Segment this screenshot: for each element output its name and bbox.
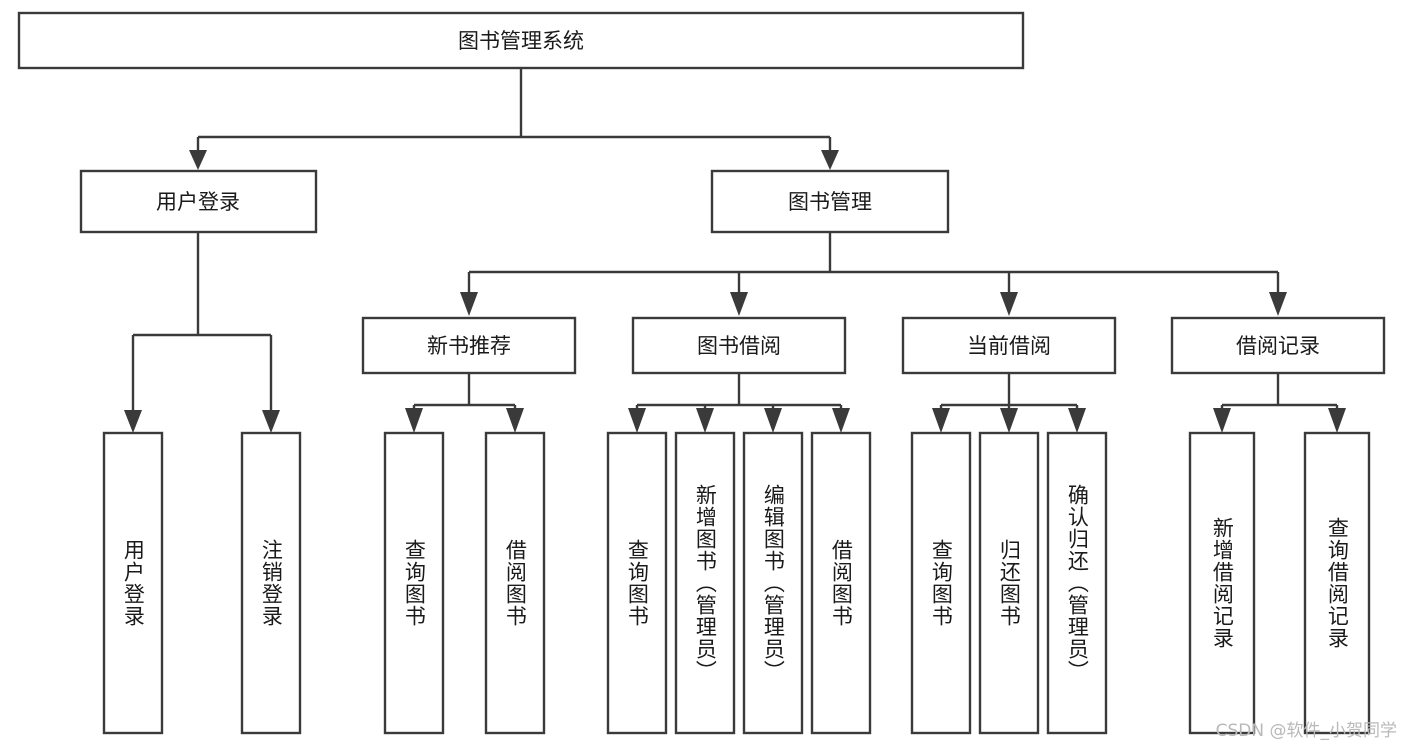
arrow-head-nbr-1: [506, 408, 524, 433]
arrow-head-br-1: [1328, 408, 1346, 433]
arrow-head-bb-2: [764, 408, 782, 433]
arrow-head-level1-0: [189, 150, 207, 170]
leaf-box-nbr-1[interactable]: [484, 431, 546, 735]
leaf-box-br-0[interactable]: [1188, 431, 1256, 735]
connector-user-login-to-leaves: [124, 232, 280, 433]
node-new-book-recommend-box[interactable]: [361, 316, 577, 375]
connector-book-management-to-level2: [460, 232, 1287, 316]
leaf-box-nbr-0[interactable]: [383, 431, 445, 735]
leaf-box-cb-2[interactable]: [1046, 431, 1108, 735]
leaf-box-bb-0[interactable]: [606, 431, 668, 735]
arrow-head-user-login-0: [124, 410, 142, 433]
node-user-login-label: 用户登录: [156, 190, 240, 214]
arrow-head-bb-1: [696, 408, 714, 433]
node-current-borrow-box[interactable]: [901, 316, 1117, 375]
node-book-borrow-box[interactable]: [631, 316, 847, 375]
arrow-head-user-login-1: [262, 410, 280, 433]
arrow-head-nbr-0: [405, 408, 423, 433]
node-root-label: 图书管理系统: [458, 29, 584, 53]
arrow-head-level2-3: [1269, 292, 1287, 316]
node-user-login[interactable]: 用户登录: [79, 169, 318, 234]
connector-root-to-level1: [189, 68, 839, 170]
node-book-management-box[interactable]: [710, 169, 950, 234]
leaf-box-cb-1[interactable]: [978, 431, 1040, 735]
node-borrow-record[interactable]: 借阅记录: [1170, 316, 1386, 375]
connector-book-borrow-to-leaves: [628, 373, 850, 433]
leaf-box-br-1[interactable]: [1303, 431, 1371, 735]
leaf-box-user-login-1[interactable]: [240, 431, 302, 735]
node-new-book-recommend[interactable]: 新书推荐: [361, 316, 577, 375]
arrow-head-level1-1: [821, 150, 839, 170]
arrow-head-cb-0: [932, 408, 950, 433]
node-root-box[interactable]: [17, 11, 1025, 70]
arrow-head-cb-1: [1000, 408, 1018, 433]
arrow-head-level2-2: [1000, 292, 1018, 316]
node-book-management-label: 图书管理: [788, 190, 872, 214]
leaf-box-bb-1[interactable]: [674, 431, 736, 735]
node-book-borrow-label: 图书借阅: [697, 334, 781, 358]
connector-current-borrow-to-leaves: [932, 373, 1086, 433]
arrow-head-cb-2: [1068, 408, 1086, 433]
node-borrow-record-box[interactable]: [1170, 316, 1386, 375]
node-current-borrow-label: 当前借阅: [967, 334, 1051, 358]
node-current-borrow[interactable]: 当前借阅: [901, 316, 1117, 375]
node-root[interactable]: 图书管理系统: [17, 11, 1025, 70]
leaf-box-user-login-0[interactable]: [102, 431, 164, 735]
connector-new-book-recommend-to-leaves: [405, 373, 524, 433]
connector-borrow-record-to-leaves: [1213, 373, 1346, 433]
watermark: CSDN @软件_小贺同学: [1215, 721, 1397, 741]
node-new-book-recommend-label: 新书推荐: [427, 334, 511, 358]
node-book-management[interactable]: 图书管理: [710, 169, 950, 234]
leaf-box-bb-3[interactable]: [810, 431, 872, 735]
arrow-head-bb-0: [628, 408, 646, 433]
arrow-head-level2-1: [730, 292, 748, 316]
node-book-borrow[interactable]: 图书借阅: [631, 316, 847, 375]
arrow-head-level2-0: [460, 292, 478, 316]
leaf-box-bb-2[interactable]: [742, 431, 804, 735]
node-borrow-record-label: 借阅记录: [1236, 334, 1320, 358]
arrow-head-bb-3: [832, 408, 850, 433]
leaf-box-cb-0[interactable]: [910, 431, 972, 735]
arrow-head-br-0: [1213, 408, 1231, 433]
